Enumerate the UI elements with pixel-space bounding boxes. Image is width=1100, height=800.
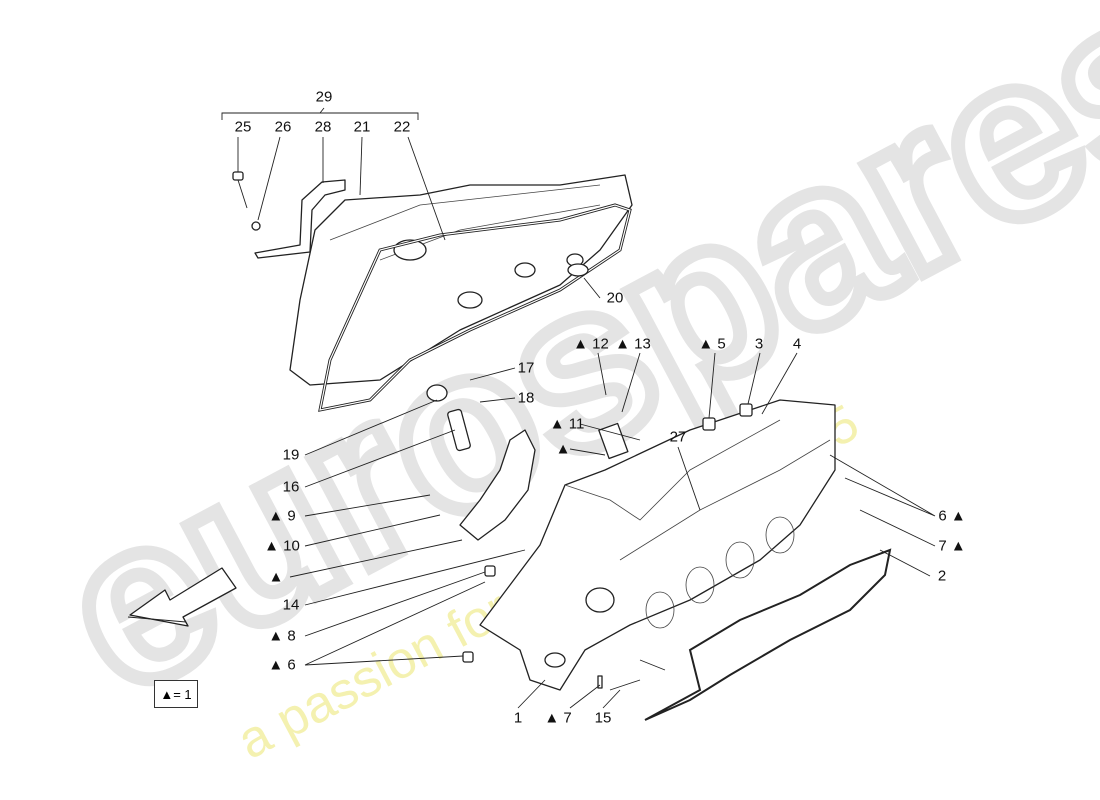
callout-10: ▲ 10 <box>264 537 300 555</box>
callout-12: ▲ 12 <box>573 335 609 353</box>
washer <box>251 221 261 231</box>
callout-6-left: ▲ 6 <box>268 656 296 674</box>
dowel-bottom <box>462 651 474 663</box>
dowel-left <box>484 565 496 577</box>
timing-cover-bracket <box>459 429 536 541</box>
quantity-legend: ▲= 1 <box>154 680 198 708</box>
callout-21: 21 <box>353 118 371 136</box>
callout-7-right: 7 ▲ <box>938 537 966 555</box>
bracket <box>254 179 346 259</box>
callout-7-bottom: ▲ 7 <box>544 709 572 727</box>
callout-27: 27 <box>669 428 687 446</box>
callout-28: 28 <box>314 118 332 136</box>
callout-4: 4 <box>792 335 802 353</box>
callout-3: 3 <box>754 335 764 353</box>
callout-6-right: 6 ▲ <box>938 507 966 525</box>
callout-29: 29 <box>315 88 333 106</box>
callout-2: 2 <box>937 567 947 585</box>
callout-triangle-b: ▲ <box>268 568 284 586</box>
callout-26: 26 <box>274 118 292 136</box>
callout-25: 25 <box>234 118 252 136</box>
oil-control-valve <box>447 408 471 452</box>
callout-9: ▲ 9 <box>268 507 296 525</box>
bolt <box>232 171 244 181</box>
callout-14: 14 <box>282 596 300 614</box>
callout-8: ▲ 8 <box>268 627 296 645</box>
callout-triangle-a: ▲ <box>555 440 571 458</box>
callout-18: 18 <box>517 389 535 407</box>
plug <box>567 263 589 277</box>
callout-13: ▲ 13 <box>615 335 651 353</box>
callout-5: ▲ 5 <box>698 335 726 353</box>
dowel <box>702 417 716 431</box>
callout-20: 20 <box>606 289 624 307</box>
direction-arrow <box>129 567 237 627</box>
pin-15 <box>609 679 641 691</box>
callout-11: ▲ 11 <box>549 415 585 433</box>
callout-17: 17 <box>517 359 535 377</box>
callout-16: 16 <box>282 478 300 496</box>
leader-lines <box>221 107 936 709</box>
callout-1: 1 <box>513 709 523 727</box>
cap <box>426 384 448 402</box>
bushing <box>739 403 753 417</box>
cylinder-head <box>479 399 836 691</box>
pin <box>597 675 603 689</box>
callout-19: 19 <box>282 446 300 464</box>
callout-22: 22 <box>393 118 411 136</box>
callout-15: 15 <box>594 709 612 727</box>
head-gasket <box>644 548 892 721</box>
sensor-bracket <box>598 422 629 460</box>
